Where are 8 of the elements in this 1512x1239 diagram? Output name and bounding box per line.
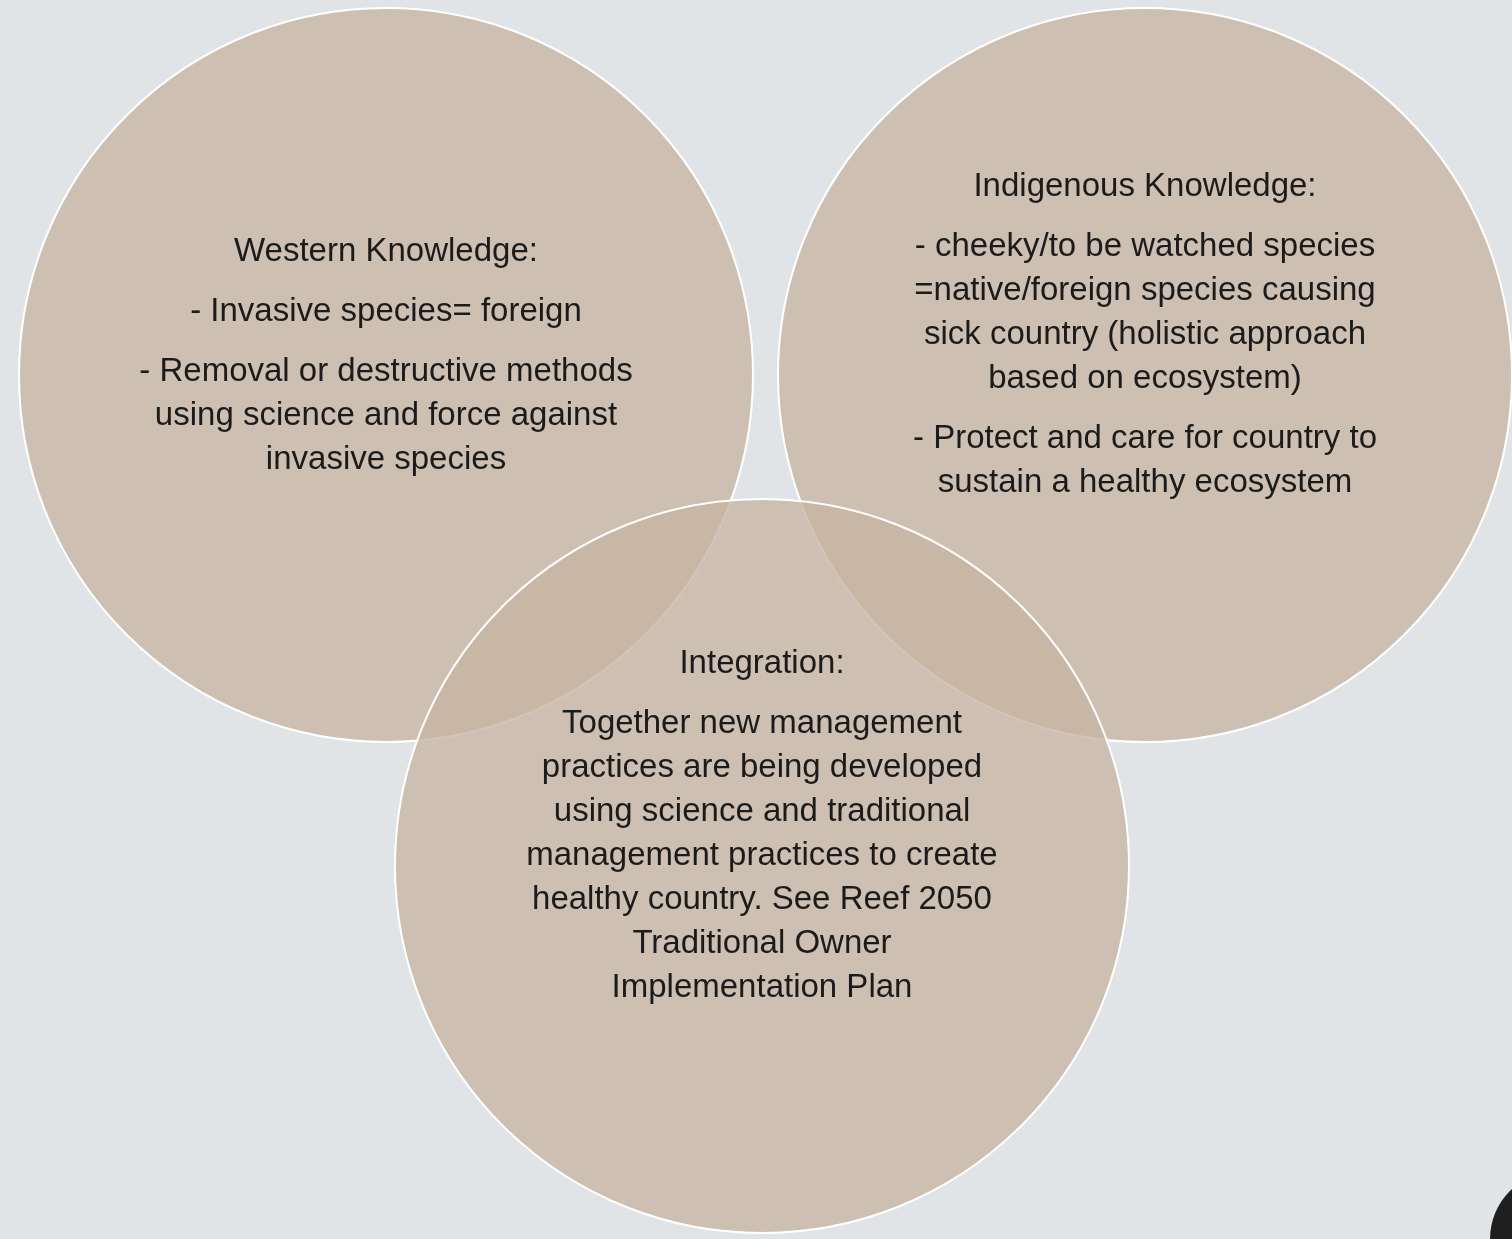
circle-heading: Indigenous Knowledge: — [972, 165, 1318, 205]
circle-text: - Removal or destructive methods using science and force against invasive species — [138, 350, 634, 478]
circle-heading: Western Knowledge: — [233, 230, 539, 270]
circle-text: - Protect and care for country to sustain a healthy ecosystem — [911, 417, 1378, 501]
circle-text: Together new management practices are being developed using science and traditional management practices to create healthy country. See Reef 2050 Traditional Owner Implementation Plan — [525, 702, 999, 1006]
circle-heading: Integration: — [678, 642, 846, 682]
circle-text: - Invasive species= foreign — [189, 290, 583, 330]
circle-text: - cheeky/to be watched species =native/foreign species causing sick country (holistic approach based on ecosystem) — [913, 225, 1377, 397]
